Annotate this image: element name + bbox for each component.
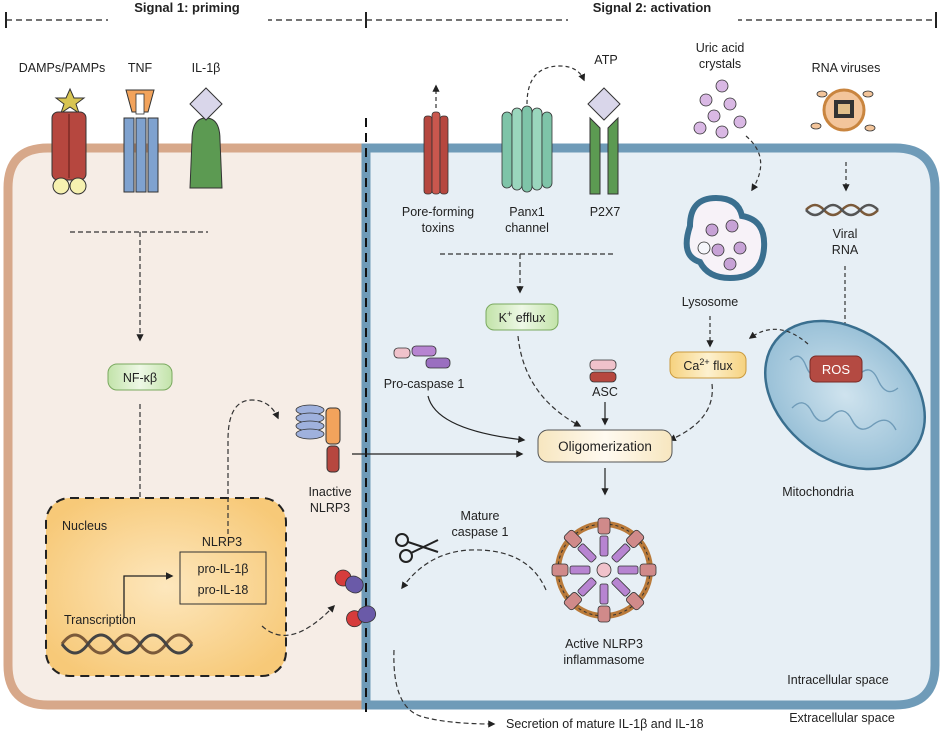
asc-icon (589, 359, 617, 383)
rna-viruses-label: RNA viruses (812, 61, 881, 75)
dna-icon (60, 633, 194, 655)
pro-il18-label: pro-IL-18 (198, 583, 249, 597)
uric-label-line2: crystals (699, 57, 741, 71)
arrow-pro-cytokines (261, 604, 335, 636)
extracellular-label: Extracellular space (789, 711, 895, 725)
inactive-nlrp3-line1: Inactive (308, 485, 351, 499)
lysosome-label: Lysosome (682, 295, 739, 309)
pro-il1b-label: pro-IL-1β (198, 562, 249, 576)
nlrp3-gene-label: NLRP3 (202, 535, 242, 549)
arrow-procaspase-to-oligomerization (427, 395, 526, 443)
active-inflammasome-line1: Active NLRP3 (565, 637, 643, 651)
arrow-k-to-oligomerization (517, 335, 582, 427)
atp-label: ATP (594, 53, 617, 67)
uric-acid-crystals-icon (693, 79, 747, 139)
k-efflux-label: K+ efflux (499, 309, 546, 325)
arrow-caspase-cleavage (401, 549, 547, 591)
nucleus-title: Nucleus (62, 519, 107, 533)
arrow-crystals-to-lysosome (745, 135, 762, 192)
asc-label: ASC (592, 385, 618, 399)
il1b-label: IL-1β (192, 61, 221, 75)
nfkb-label: NF-κβ (123, 371, 157, 385)
transcription-arrow (123, 572, 174, 618)
tnf-label: TNF (128, 61, 153, 75)
k-efflux-box (485, 303, 559, 331)
mature-caspase-line1: Mature (461, 509, 500, 523)
panx1-channel-icon (501, 105, 553, 193)
transcription-label: Transcription (64, 613, 136, 627)
intracellular-label: Intracellular space (787, 673, 888, 687)
inactive-nlrp3-line2: NLRP3 (310, 501, 350, 515)
nfkb-box (107, 363, 173, 391)
pro-caspase-label: Pro-caspase 1 (384, 377, 465, 391)
damp-receptor-icon (51, 87, 87, 195)
ros-box (809, 355, 863, 383)
ca-flux-box (669, 351, 747, 379)
active-inflammasome-line2: inflammasome (563, 653, 644, 667)
viral-rna-line1: Viral (833, 227, 858, 241)
scissors-icon (395, 533, 439, 563)
tnf-receptor-icon (123, 89, 159, 193)
arrow-nlrp3-translation (227, 399, 279, 534)
arrow-ros-to-ca (748, 328, 809, 345)
right-cell (361, 143, 940, 710)
damps-label: DAMPs/PAMPs (19, 61, 106, 75)
nucleus (45, 497, 287, 677)
pro-cytokine-box (179, 551, 267, 605)
pore-forming-toxin-icon (423, 111, 449, 195)
arrow-ca-to-oligomerization (668, 383, 713, 442)
p2x7-label: P2X7 (590, 205, 621, 219)
arrow-secretion (393, 649, 496, 728)
cytokine-capsules-icon (334, 569, 377, 628)
ca-flux-label: Ca2+ flux (683, 357, 733, 373)
signal2-title: Signal 2: activation (593, 0, 712, 15)
pro-caspase-icon (393, 345, 451, 369)
signal1-title: Signal 1: priming (134, 0, 240, 15)
arrow-panx-atp (526, 65, 586, 105)
uric-label-line1: Uric acid (696, 41, 745, 55)
rna-virus-icon (810, 88, 876, 132)
pore-label-line2: toxins (422, 221, 455, 235)
active-inflammasome-icon (551, 517, 657, 623)
secretion-label: Secretion of mature IL-1β and IL-18 (506, 717, 704, 731)
panx-label-line1: Panx1 (509, 205, 544, 219)
ros-label: ROS (822, 362, 851, 377)
pore-label-line1: Pore-forming (402, 205, 474, 219)
panx-label-line2: channel (505, 221, 549, 235)
inactive-nlrp3-icon (295, 404, 341, 473)
il1b-receptor-icon (189, 87, 223, 189)
mature-caspase-line2: caspase 1 (452, 525, 509, 539)
mitochondria-label: Mitochondria (782, 485, 854, 499)
viral-rna-line2: RNA (832, 243, 859, 257)
lysosome-icon (683, 194, 768, 282)
oligomerization-label: Oligomerization (558, 439, 652, 454)
p2x7-receptor-icon (587, 87, 621, 195)
viral-rna-icon (805, 203, 879, 217)
oligomerization-box (537, 429, 673, 463)
